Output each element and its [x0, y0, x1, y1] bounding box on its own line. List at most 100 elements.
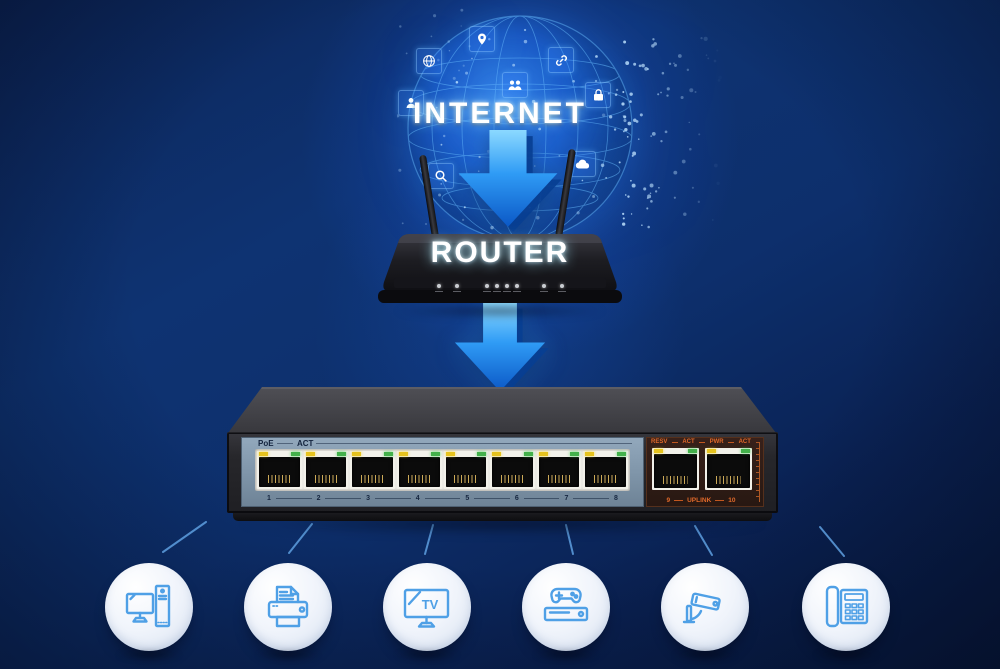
uplink-led-label: ACT	[739, 439, 751, 445]
switch-bottom-edge	[233, 513, 772, 521]
rj45-port	[350, 451, 395, 489]
port-numbers-row: 1 2 3 4 5 6 7 8	[255, 493, 630, 504]
poe-led-yellow	[585, 452, 594, 456]
uplink-port-9-label: 9	[666, 497, 670, 504]
game-console-icon	[540, 581, 592, 633]
uplink-ports	[652, 448, 752, 490]
port-number: 7	[564, 495, 568, 502]
device-cctv-camera	[661, 563, 749, 651]
device-telephone	[802, 563, 890, 651]
port-number: 1	[267, 495, 271, 502]
number-dash	[474, 498, 510, 499]
port-number: 2	[317, 495, 321, 502]
port-jack	[352, 457, 393, 487]
poe-led-yellow	[707, 449, 716, 453]
rj45-port	[537, 451, 582, 489]
router-label: ROUTER	[372, 236, 628, 270]
act-led-green	[570, 452, 579, 456]
poe-led-yellow	[259, 452, 268, 456]
port-jack	[492, 457, 533, 487]
internet-label: INTERNET	[360, 97, 640, 131]
switch-front-face: PoE ACT 12345678 RESVACTPWRACT 9 UPLINK	[227, 432, 778, 513]
port-pins	[268, 475, 291, 483]
uplink-led-label: ACT	[682, 439, 694, 445]
uplink-numbers-row: 9 UPLINK 10	[647, 497, 755, 504]
router-led	[542, 284, 546, 288]
router-led	[495, 284, 499, 288]
port-jack	[259, 457, 300, 487]
uplink-port-10-label: 10	[728, 497, 735, 504]
port-number: 4	[416, 495, 420, 502]
rj45-port	[444, 451, 489, 489]
uplink-led-label: RESV	[651, 439, 667, 445]
act-led-green	[291, 452, 300, 456]
port-pins	[594, 475, 617, 483]
device-game-console	[522, 563, 610, 651]
device-computer	[105, 563, 193, 651]
router-led	[560, 284, 564, 288]
act-led-green	[688, 449, 697, 453]
label-dash	[674, 500, 683, 501]
uplink-tick-marks	[755, 442, 760, 502]
switch-panel: PoE ACT 12345678 RESVACTPWRACT 9 UPLINK	[241, 437, 764, 507]
rj45-port	[397, 451, 442, 489]
port-number: 3	[366, 495, 370, 502]
router-led	[455, 284, 459, 288]
uplink-label: UPLINK	[687, 497, 711, 504]
port-number: 5	[465, 495, 469, 502]
telephone-icon	[820, 581, 872, 633]
poe-switch: PoE ACT 12345678 RESVACTPWRACT 9 UPLINK	[225, 385, 780, 537]
label-dash	[672, 442, 678, 443]
tv-label: TV	[422, 597, 439, 612]
device-printer	[244, 563, 332, 651]
rj45-port	[490, 451, 535, 489]
router-led	[515, 284, 519, 288]
rj45-port	[257, 451, 302, 489]
rj45-port	[652, 448, 699, 490]
device-tv: TV	[383, 563, 471, 651]
poe-led-yellow	[306, 452, 315, 456]
rj45-port	[705, 448, 752, 490]
connector-line	[163, 522, 206, 552]
router-led	[437, 284, 441, 288]
label-dash	[699, 442, 705, 443]
poe-led-yellow	[654, 449, 663, 453]
router: ROUTER	[372, 148, 628, 313]
act-led-green	[524, 452, 533, 456]
label-dash	[277, 443, 293, 444]
uplink-led-label: PWR	[710, 439, 724, 445]
act-led-green	[337, 452, 346, 456]
port-number: 8	[614, 495, 618, 502]
act-led-green	[384, 452, 393, 456]
port-pins	[548, 475, 571, 483]
connector-line	[820, 527, 844, 556]
port-pins	[361, 475, 384, 483]
cctv-camera-icon	[679, 581, 731, 633]
rj45-port	[583, 451, 628, 489]
poe-label: PoE	[258, 439, 274, 448]
label-dash	[728, 442, 734, 443]
number-dash	[524, 498, 560, 499]
switch-main-port-panel: PoE ACT 12345678	[241, 437, 644, 507]
port-jack	[399, 457, 440, 487]
port-number: 6	[515, 495, 519, 502]
poe-led-yellow	[492, 452, 501, 456]
router-led	[485, 284, 489, 288]
number-dash	[425, 498, 461, 499]
act-led-green	[741, 449, 750, 453]
port-jack	[539, 457, 580, 487]
port-jack	[306, 457, 347, 487]
port-pins	[663, 476, 687, 484]
poe-led-yellow	[352, 452, 361, 456]
label-dash	[715, 500, 724, 501]
number-dash	[325, 498, 361, 499]
tv-icon: TV	[401, 581, 453, 633]
number-dash	[573, 498, 609, 499]
port-jack	[446, 457, 487, 487]
desktop-computer-icon	[123, 581, 175, 633]
act-led-green	[431, 452, 440, 456]
printer-icon	[262, 581, 314, 633]
poe-led-yellow	[446, 452, 455, 456]
port-pins	[315, 475, 338, 483]
